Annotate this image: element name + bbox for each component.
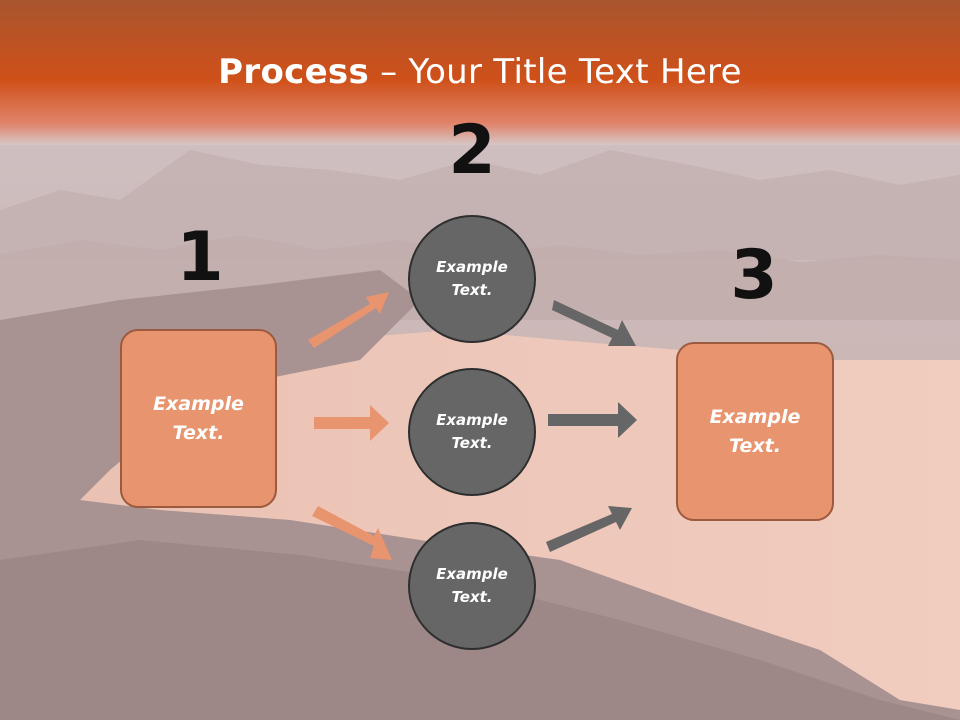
- step-2-circle-top: Example Text.: [408, 215, 536, 343]
- circle-top-text-line2: Text.: [451, 281, 493, 299]
- step-3-text-line1: Example: [709, 405, 801, 428]
- step-3-box: Example Text.: [676, 342, 834, 521]
- circle-top-text-line1: Example: [436, 258, 508, 276]
- circle-bottom-text-line1: Example: [436, 565, 508, 583]
- title-rest: – Your Title Text Here: [369, 52, 742, 92]
- step-3-number: 3: [730, 236, 778, 315]
- step-2-circle-bottom: Example Text.: [408, 522, 536, 650]
- circle-middle-text-line2: Text.: [451, 434, 493, 452]
- step-2-circle-middle: Example Text.: [408, 368, 536, 496]
- step-1-box: Example Text.: [120, 329, 277, 508]
- arrow-gray-up: [546, 506, 632, 552]
- step-1-number: 1: [176, 218, 224, 297]
- circle-bottom-text-line2: Text.: [451, 588, 493, 606]
- arrow-gray-down: [552, 300, 636, 346]
- arrow-orange-down: [312, 506, 392, 560]
- step-3-text-line2: Text.: [729, 434, 781, 457]
- slide-title: Process – Your Title Text Here: [0, 52, 960, 92]
- step-1-text-line1: Example: [153, 392, 244, 415]
- arrow-orange-up: [308, 292, 389, 348]
- step-1-text-line2: Text.: [172, 421, 225, 444]
- arrow-orange-mid: [314, 405, 389, 441]
- title-bold: Process: [218, 52, 370, 92]
- arrow-gray-mid: [548, 402, 637, 438]
- circle-middle-text-line1: Example: [436, 411, 508, 429]
- step-2-number: 2: [448, 111, 496, 190]
